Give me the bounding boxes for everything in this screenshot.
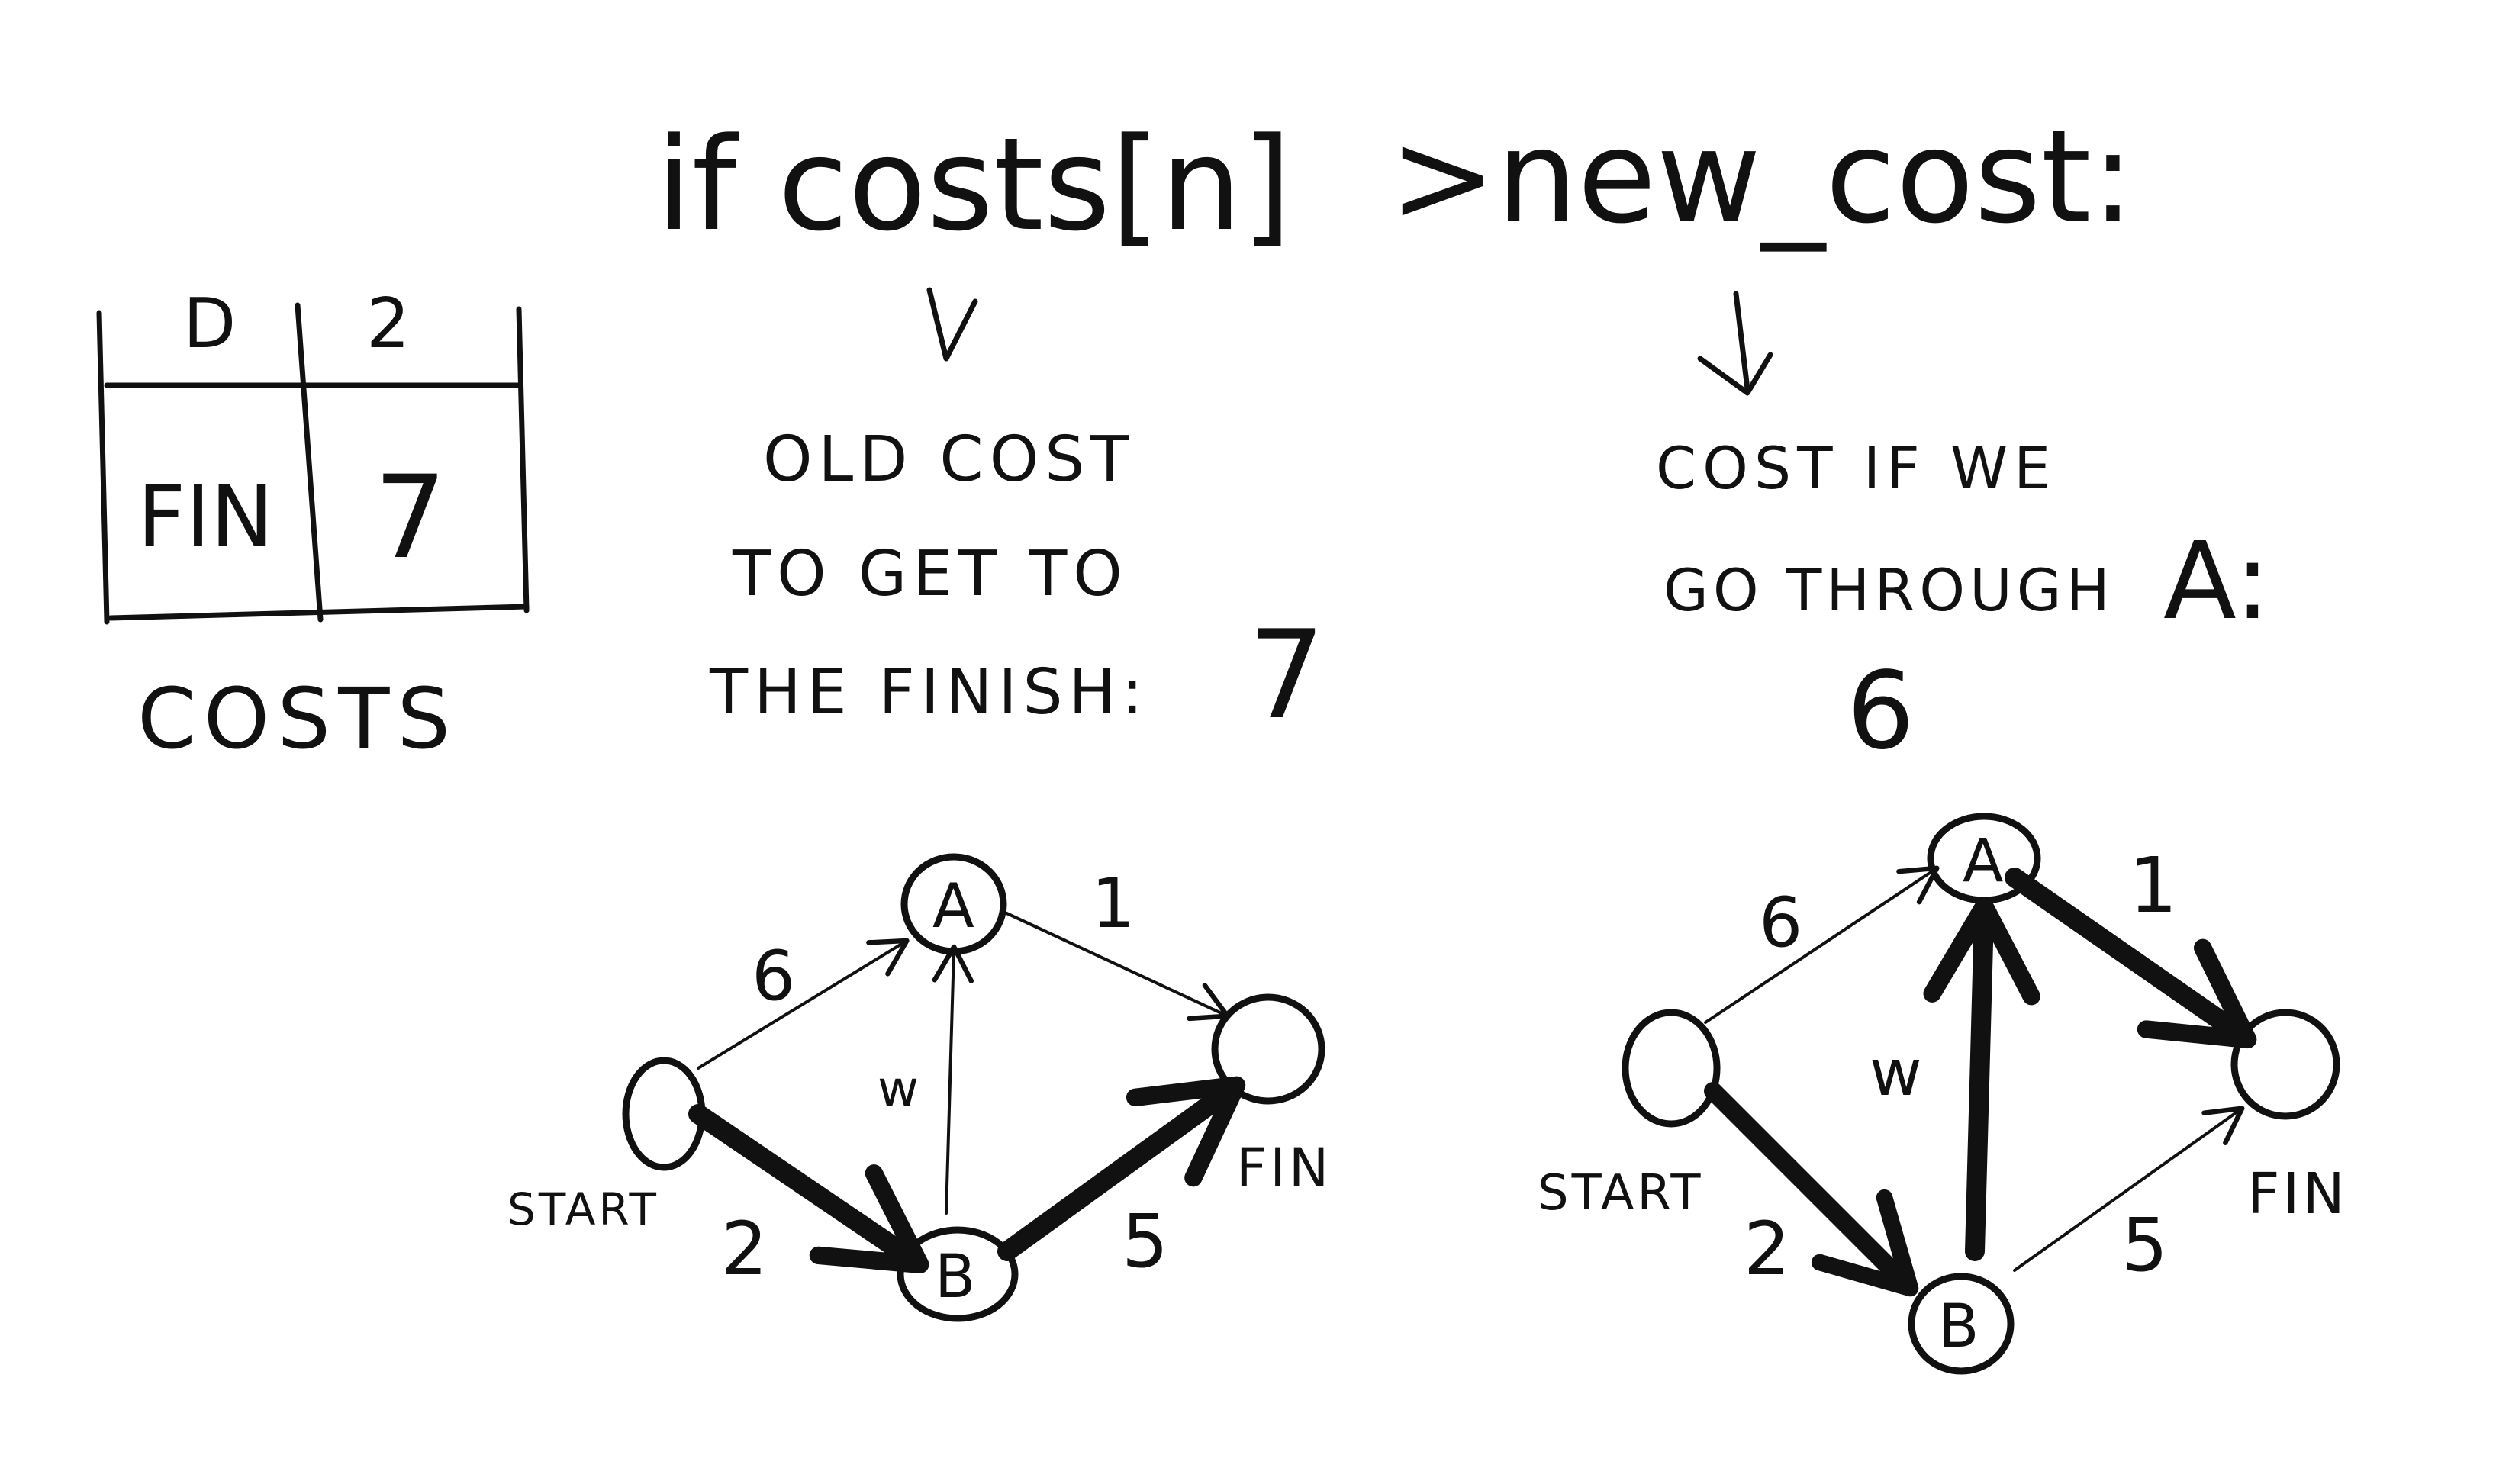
weight-b-fin: 5 bbox=[2121, 1202, 2168, 1288]
edge-b-a bbox=[932, 944, 974, 1215]
costs-row-node: FIN bbox=[137, 468, 273, 565]
node-fin-label: FIN bbox=[2247, 1161, 2348, 1227]
costs-table: D 2 FIN 7 COSTS bbox=[96, 284, 530, 768]
node-start-label: START bbox=[507, 1183, 659, 1235]
weight-start-a: 6 bbox=[752, 936, 795, 1016]
weight-start-b: 2 bbox=[721, 1206, 768, 1292]
old-cost-note: OLD COST TO GET TO THE FINISH: 7 bbox=[709, 423, 1325, 746]
edge-a-fin bbox=[1002, 910, 1230, 1022]
new-cost-note: COST IF WE GO THROUGH A: 6 bbox=[1656, 434, 2270, 774]
node-a bbox=[900, 853, 1007, 955]
old-cost-value: 7 bbox=[1248, 604, 1325, 746]
code-compare: >new_cost: bbox=[1389, 102, 2134, 252]
new-cost-value: 6 bbox=[1847, 649, 1915, 774]
node-start-label: START bbox=[1538, 1165, 1703, 1222]
node-a-label: A bbox=[1963, 827, 2003, 896]
new-cost-pointer-arrow bbox=[1697, 291, 1773, 396]
weight-b-a: w bbox=[1870, 1035, 1922, 1110]
node-fin-label: FIN bbox=[1236, 1137, 1332, 1199]
node-b-label: B bbox=[935, 1243, 976, 1312]
old-cost-line-2: TO GET TO bbox=[732, 538, 1129, 610]
costs-row-cost: 7 bbox=[374, 452, 446, 584]
graph-old-path: A B START FIN 6 w 1 2 5 bbox=[507, 853, 1332, 1322]
node-a-label: A bbox=[932, 871, 974, 942]
node-fin bbox=[1211, 993, 1325, 1105]
node-b bbox=[897, 1226, 1019, 1322]
node-fin bbox=[2230, 1009, 2340, 1120]
edge-start-b bbox=[1704, 1082, 1919, 1297]
weight-b-a: w bbox=[878, 1060, 919, 1119]
old-cost-line-3: THE FINISH: bbox=[709, 656, 1149, 729]
node-start bbox=[622, 1057, 706, 1171]
edge-b-fin bbox=[997, 1076, 1246, 1261]
new-cost-line-1: COST IF WE bbox=[1656, 434, 2056, 502]
weight-b-fin: 5 bbox=[1122, 1199, 1168, 1284]
weight-start-a: 6 bbox=[1759, 883, 1802, 963]
old-cost-line-1: OLD COST bbox=[763, 423, 1135, 496]
graph-new-path: A B START FIN 6 w 1 2 5 bbox=[1538, 813, 2348, 1375]
edge-a-fin bbox=[2005, 868, 2257, 1049]
edge-start-a bbox=[1704, 865, 1940, 1024]
edge-b-fin bbox=[2013, 1106, 2245, 1272]
weight-a-fin: 1 bbox=[2129, 841, 2178, 930]
node-start bbox=[1622, 1009, 1721, 1128]
edge-b-a bbox=[1923, 897, 2040, 1261]
node-a bbox=[1927, 813, 2041, 904]
code-condition: if costs[n] bbox=[656, 110, 1292, 259]
new-cost-node: A: bbox=[2163, 520, 2270, 644]
new-cost-line-2: GO THROUGH bbox=[1663, 556, 2114, 624]
node-b-label: B bbox=[1938, 1292, 1979, 1361]
node-b bbox=[1908, 1273, 2015, 1375]
edge-start-a bbox=[697, 938, 910, 1070]
costs-header-node: D bbox=[183, 284, 236, 364]
edge-start-b bbox=[688, 1104, 929, 1273]
costs-header-cost: 2 bbox=[366, 284, 410, 364]
costs-table-label: COSTS bbox=[137, 670, 458, 768]
old-cost-pointer-arrow bbox=[926, 287, 978, 362]
weight-start-b: 2 bbox=[1744, 1206, 1790, 1292]
weight-a-fin: 1 bbox=[1091, 864, 1135, 944]
code-line: if costs[n] >new_cost: bbox=[656, 102, 2134, 259]
